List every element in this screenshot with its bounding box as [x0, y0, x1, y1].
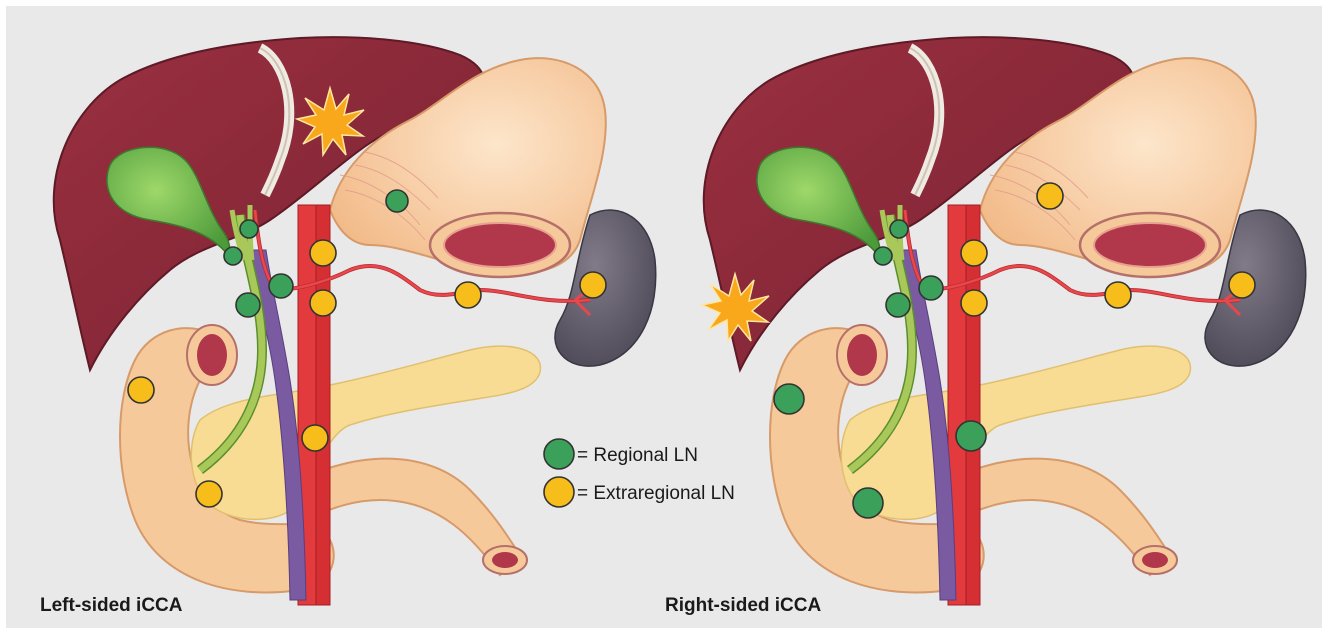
left-panel-anatomy [54, 37, 656, 605]
legend-regional-label: = Regional LN [577, 445, 698, 466]
lymph-node [890, 220, 908, 238]
lymph-node [224, 247, 242, 265]
lymph-node [580, 272, 606, 298]
lymph-node [774, 384, 804, 414]
legend: = Regional LN = Extraregional LN [544, 439, 735, 507]
lymph-node [919, 276, 943, 300]
lymph-node [853, 488, 883, 518]
lymph-node [386, 190, 408, 212]
left-panel-title: Left-sided iCCA [40, 595, 183, 616]
legend-regional-swatch [544, 439, 574, 469]
lymph-node [1037, 183, 1063, 209]
lymph-node [269, 274, 293, 298]
lymph-node [874, 247, 892, 265]
lymph-node [886, 293, 910, 317]
right-panel-anatomy [702, 37, 1306, 605]
lymph-node [128, 377, 154, 403]
legend-extraregional-label: = Extraregional LN [577, 483, 735, 504]
lymph-node [455, 282, 481, 308]
lymph-node [240, 220, 258, 238]
lymph-node [310, 240, 336, 266]
lymph-node [302, 425, 328, 451]
lymph-node [310, 290, 336, 316]
lymph-node [956, 421, 986, 451]
legend-extraregional-swatch [544, 477, 574, 507]
lymph-node [236, 293, 260, 317]
lymph-node [196, 481, 222, 507]
right-panel-title: Right-sided iCCA [665, 595, 821, 616]
lymph-node [961, 290, 987, 316]
lymph-node [961, 240, 987, 266]
lymph-node [1229, 272, 1255, 298]
lymph-node [1105, 282, 1131, 308]
